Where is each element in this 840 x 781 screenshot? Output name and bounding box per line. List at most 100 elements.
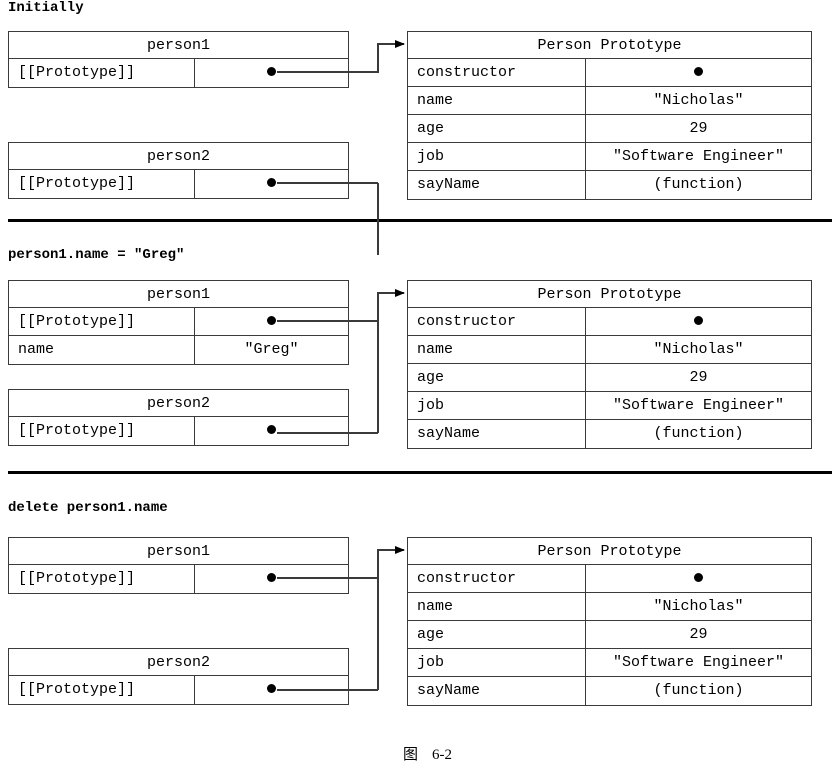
pointer-dot-icon: [267, 66, 276, 76]
property-key: [[Prototype]]: [9, 59, 195, 87]
property-key: [[Prototype]]: [9, 308, 195, 335]
prototype-title: Person Prototype: [408, 32, 811, 59]
table-row: job "Software Engineer": [408, 392, 811, 420]
table-row: [[Prototype]]: [9, 417, 348, 445]
property-key: job: [408, 143, 586, 170]
pointer-dot-icon: [694, 315, 703, 325]
table-row: name "Nicholas": [408, 87, 811, 115]
pointer-dot-icon: [694, 572, 703, 582]
property-value: "Nicholas": [653, 341, 744, 358]
table-row: age 29: [408, 621, 811, 649]
property-value: "Software Engineer": [612, 397, 785, 414]
person2-object-table: person2 [[Prototype]]: [8, 389, 349, 446]
table-row: sayName (function): [408, 677, 811, 705]
property-key: age: [408, 621, 586, 648]
property-key: sayName: [408, 171, 586, 199]
section-divider: [8, 219, 832, 222]
property-value: "Nicholas": [653, 92, 744, 109]
property-key: sayName: [408, 677, 586, 705]
table-row: [[Prototype]]: [9, 565, 348, 593]
table-row: sayName (function): [408, 420, 811, 448]
person1-title: person1: [9, 32, 348, 59]
person1-object-table: person1 [[Prototype]]: [8, 31, 349, 88]
property-key: [[Prototype]]: [9, 565, 195, 593]
property-key: name: [408, 593, 586, 620]
property-key: age: [408, 115, 586, 142]
person-prototype-table: Person Prototype constructor name "Nicho…: [407, 537, 812, 706]
table-row: [[Prototype]]: [9, 308, 348, 336]
section-heading: person1.name = "Greg": [8, 247, 185, 263]
person2-title: person2: [9, 143, 348, 170]
property-value-pointer: [195, 417, 348, 445]
section-delete-name: delete person1.name person1 [[Prototype]…: [0, 500, 840, 712]
property-value-pointer: [586, 59, 811, 86]
table-row: name "Greg": [9, 336, 348, 364]
section-assign-name: person1.name = "Greg" person1 [[Prototyp…: [0, 247, 840, 465]
property-value-pointer: [586, 565, 811, 592]
property-key: [[Prototype]]: [9, 676, 195, 704]
pointer-dot-icon: [267, 683, 276, 693]
property-value-pointer: [195, 676, 348, 704]
property-key: name: [9, 336, 195, 364]
table-row: age 29: [408, 364, 811, 392]
property-value: 29: [689, 120, 708, 137]
pointer-dot-icon: [267, 572, 276, 582]
property-value-pointer: [195, 59, 348, 87]
property-key: job: [408, 649, 586, 676]
property-value: "Nicholas": [653, 598, 744, 615]
table-row: sayName (function): [408, 171, 811, 199]
property-value: (function): [653, 682, 744, 699]
person2-title: person2: [9, 390, 348, 417]
pointer-dot-icon: [267, 424, 276, 434]
property-key: job: [408, 392, 586, 419]
pointer-dot-icon: [694, 66, 703, 76]
property-key: [[Prototype]]: [9, 170, 195, 198]
person1-object-table: person1 [[Prototype]] name "Greg": [8, 280, 349, 365]
section-divider: [8, 471, 832, 474]
table-row: [[Prototype]]: [9, 676, 348, 704]
prototype-title: Person Prototype: [408, 281, 811, 308]
person2-object-table: person2 [[Prototype]]: [8, 648, 349, 705]
table-row: constructor: [408, 59, 811, 87]
person-prototype-table: Person Prototype constructor name "Nicho…: [407, 31, 812, 200]
property-value: "Software Engineer": [612, 148, 785, 165]
property-value: "Software Engineer": [612, 654, 785, 671]
person1-title: person1: [9, 281, 348, 308]
property-key: constructor: [408, 59, 586, 86]
property-value-pointer: [195, 170, 348, 198]
table-row: name "Nicholas": [408, 336, 811, 364]
property-value: "Greg": [244, 341, 299, 358]
caption-number: 6-2: [432, 747, 452, 763]
table-row: constructor: [408, 565, 811, 593]
property-value: (function): [653, 425, 744, 442]
property-value-pointer: [586, 308, 811, 335]
property-value-pointer: [195, 308, 348, 335]
property-value: 29: [689, 626, 708, 643]
person2-title: person2: [9, 649, 348, 676]
table-row: job "Software Engineer": [408, 649, 811, 677]
property-key: name: [408, 336, 586, 363]
person-prototype-table: Person Prototype constructor name "Nicho…: [407, 280, 812, 449]
table-row: name "Nicholas": [408, 593, 811, 621]
property-key: constructor: [408, 308, 586, 335]
pointer-dot-icon: [267, 315, 276, 325]
table-row: job "Software Engineer": [408, 143, 811, 171]
section-heading: Initially: [8, 0, 84, 16]
property-key: [[Prototype]]: [9, 417, 195, 445]
property-value: (function): [653, 176, 744, 193]
table-row: [[Prototype]]: [9, 59, 348, 87]
property-value-pointer: [195, 565, 348, 593]
table-row: constructor: [408, 308, 811, 336]
pointer-dot-icon: [267, 177, 276, 187]
prototype-title: Person Prototype: [408, 538, 811, 565]
table-row: [[Prototype]]: [9, 170, 348, 198]
property-value: 29: [689, 369, 708, 386]
prototype-diagram-figure: Initially person1 [[Prototype]] person2 …: [0, 0, 840, 763]
property-key: name: [408, 87, 586, 114]
property-key: sayName: [408, 420, 586, 448]
person2-object-table: person2 [[Prototype]]: [8, 142, 349, 199]
person1-title: person1: [9, 538, 348, 565]
property-key: age: [408, 364, 586, 391]
section-heading: delete person1.name: [8, 500, 168, 516]
